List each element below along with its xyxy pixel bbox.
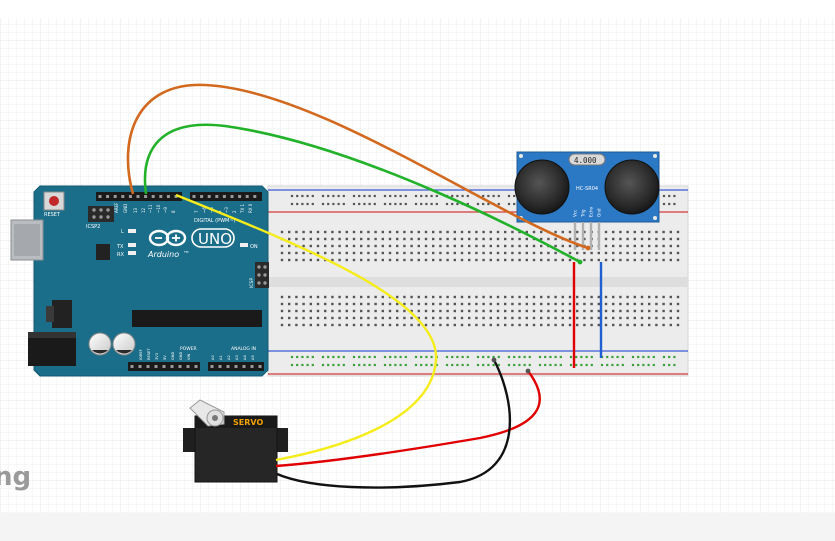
wire-end-red — [525, 368, 531, 374]
breadboard-center-channel — [268, 277, 688, 287]
sensor-pin-label: Gnd — [597, 208, 602, 217]
led-on — [240, 243, 248, 247]
digital-pin-label: ~9 — [163, 207, 168, 213]
sensor-pin-label: Trig — [581, 209, 586, 218]
fritzing-watermark: ng — [0, 462, 32, 492]
power-pin-label: RESET — [147, 348, 151, 360]
digital-pin-label: 7 — [194, 210, 199, 213]
wire-end-echo — [577, 259, 583, 265]
digital-pin-label: ~10 — [156, 204, 161, 213]
led-tx-label: TX — [116, 244, 124, 250]
analog-pin-label: A3 — [235, 355, 239, 360]
servo-motor: SERVO — [183, 399, 288, 483]
digital-pin-label: 13 — [133, 207, 138, 213]
sensor-pin — [581, 222, 585, 250]
uno-logo-badge — [191, 228, 235, 248]
aref-label: AREF — [114, 202, 119, 213]
power-label: POWER — [180, 346, 197, 352]
gnd-label: GND — [123, 204, 128, 213]
icsp2-label: ICSP2 — [86, 224, 100, 230]
power-pin-label: IOREF — [139, 349, 143, 360]
servo-label: SERVO — [233, 418, 263, 427]
digital-header-right — [190, 192, 262, 201]
analog-pin-label: A2 — [227, 355, 231, 360]
power-pin-label: 3V3 — [155, 353, 159, 360]
wire-end-trig — [585, 245, 591, 251]
capacitor-1 — [88, 332, 112, 356]
led-l-label: L — [121, 229, 124, 235]
arduino-logo-icon — [148, 229, 187, 247]
sensor-pin-label: Echo — [589, 206, 594, 217]
digital-pin-label: ~11 — [148, 204, 153, 213]
led-l — [128, 229, 136, 233]
wire-end-black — [491, 357, 497, 363]
voltage-regulator — [52, 300, 72, 328]
analog-pin-label: A0 — [211, 355, 215, 360]
power-pin-label: GND — [179, 352, 183, 360]
crystal-label: 4.000 — [574, 156, 597, 165]
transducer-left-icon — [514, 159, 570, 215]
analog-pin-label: A4 — [243, 355, 247, 360]
power-pin-labels: IOREF RESET 3V3 5V GND GND VIN A0 A1 A2 A3 A4 A5 — [139, 348, 255, 360]
wire-red — [275, 370, 541, 468]
footer-strip — [0, 513, 835, 541]
wires — [126, 83, 603, 489]
power-pin-label: 5V — [163, 355, 167, 360]
sensor-pin — [573, 222, 577, 250]
capacitor-2 — [112, 332, 136, 356]
led-rx — [128, 251, 136, 255]
usb-interface-chip — [96, 244, 110, 260]
wire-black — [276, 359, 512, 489]
atmega-microcontroller — [132, 310, 262, 327]
sensor-pin — [597, 222, 601, 250]
power-pin-label: GND — [171, 352, 175, 360]
sensor-pin — [589, 222, 593, 250]
digital-pin-label: RX 0 — [248, 203, 253, 213]
uno-logo-text: UNO — [198, 230, 232, 248]
digital-pwm-label: DIGITAL (PWM~) — [194, 218, 236, 224]
wire-orange — [126, 83, 589, 250]
power-pin-label: VIN — [187, 353, 191, 360]
led-tx — [128, 243, 136, 247]
bottom-header-pins — [130, 365, 262, 368]
digital-pin-label: 12 — [141, 207, 146, 213]
digital-pin-label: 2 — [232, 210, 237, 213]
wire-yellow — [175, 193, 438, 462]
icsp-label: ICSP — [249, 278, 255, 288]
digital-pin-label: TX 1 — [240, 204, 245, 214]
analog-pin-label: A1 — [219, 355, 223, 360]
sensor-model-label: HC-SR04 — [576, 186, 598, 192]
icsp-header — [255, 262, 269, 288]
sensor-pin-label: Vcc — [573, 209, 578, 217]
digital-pin-label: ~3 — [224, 207, 229, 213]
led-on-label: ON — [250, 244, 258, 250]
analog-pin-label: A5 — [251, 355, 255, 360]
reset-label: RESET — [44, 212, 61, 218]
trademark-label: TM — [183, 250, 189, 254]
digital-pin-label: 8 — [171, 210, 176, 213]
digital-header-pins — [98, 195, 257, 198]
led-rx-label: RX — [117, 252, 124, 258]
analog-in-label: ANALOG IN — [231, 346, 256, 352]
crystal-oscillator — [568, 153, 606, 166]
arduino-brand: Arduino — [147, 250, 179, 259]
transducer-right-icon — [604, 159, 660, 215]
icsp2-header — [88, 206, 114, 222]
digital-pin-label: ~6 — [202, 207, 207, 213]
wire-green — [143, 123, 581, 264]
